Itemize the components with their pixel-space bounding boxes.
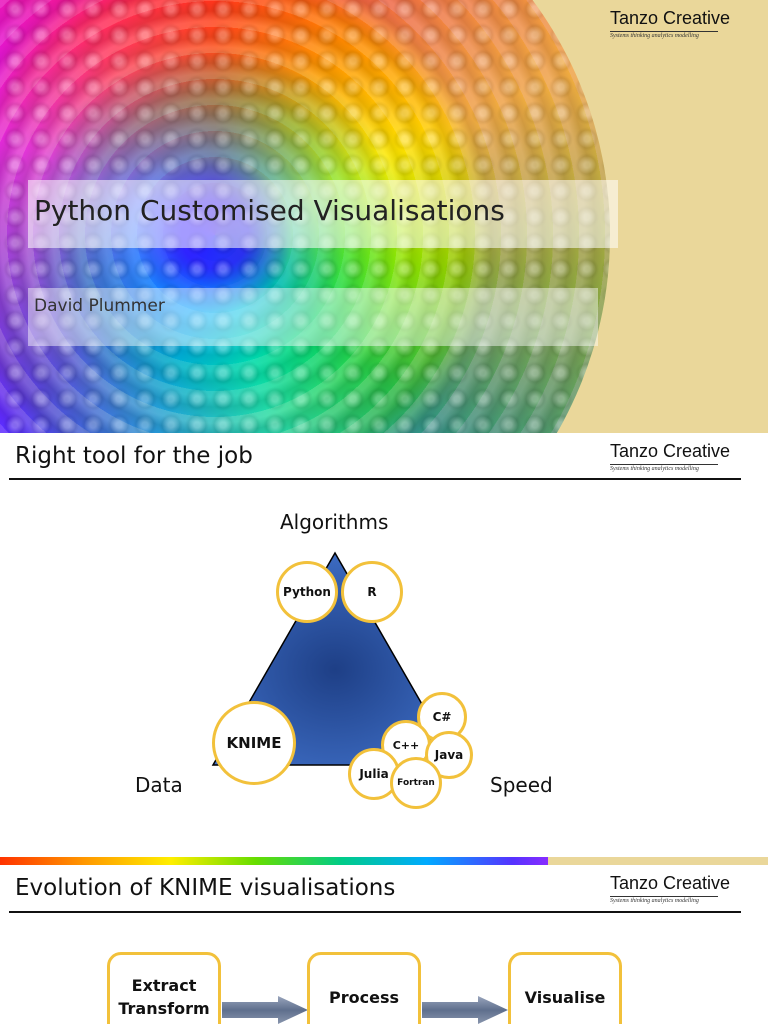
tool-bubble-r: R: [341, 561, 403, 623]
brand-name: Tanzo Creative: [610, 8, 731, 28]
title-rule: [9, 478, 741, 480]
tools-slide: Right tool for the job Tanzo Creative Sy…: [0, 433, 768, 857]
title-slide: Tanzo Creative Systems thinking analytic…: [0, 0, 768, 433]
slide-title: Evolution of KNIME visualisations: [15, 875, 396, 901]
brand-logo: Tanzo Creative Systems thinking analytic…: [610, 441, 730, 472]
step-box-visualise: Visualise: [508, 952, 622, 1024]
brand-logo: Tanzo Creative Systems thinking analytic…: [610, 8, 730, 39]
step-box-process: Process: [307, 952, 421, 1024]
rainbow-strip: [0, 857, 768, 865]
corner-label-data: Data: [135, 773, 183, 797]
tool-bubble-python: Python: [276, 561, 338, 623]
flow-arrow: [222, 996, 308, 1024]
corner-label-algorithms: Algorithms: [280, 510, 389, 534]
step-label-line1: Process: [329, 987, 399, 1007]
tool-bubble-java: Java: [425, 731, 473, 779]
step-box-extract-transform: Extract Transform: [107, 952, 221, 1024]
step-label-line1: Visualise: [524, 987, 606, 1007]
brand-tagline: Systems thinking analytics modelling: [610, 896, 718, 904]
title-band: Python Customised Visualisations: [28, 180, 618, 248]
evolution-slide: Evolution of KNIME visualisations Tanzo …: [0, 857, 768, 1024]
tool-bubble-fortran: Fortran: [390, 757, 442, 809]
subtitle-band: David Plummer: [28, 288, 598, 346]
tool-bubble-knime: KNIME: [212, 701, 296, 785]
corner-label-speed: Speed: [490, 773, 553, 797]
brand-tagline: Systems thinking analytics modelling: [610, 31, 718, 39]
slide-title: Right tool for the job: [15, 443, 253, 469]
brand-tagline: Systems thinking analytics modelling: [610, 464, 718, 472]
brand-name: Tanzo Creative: [610, 441, 731, 461]
strip-background: [548, 857, 768, 865]
brand-logo: Tanzo Creative Systems thinking analytic…: [610, 873, 730, 904]
step-label-line1: Extract: [131, 976, 197, 995]
presentation-title: Python Customised Visualisations: [34, 194, 505, 227]
brand-name: Tanzo Creative: [610, 873, 731, 893]
presentation-author: David Plummer: [34, 296, 165, 316]
title-rule: [9, 911, 741, 913]
step-label-line2: Transform: [118, 999, 210, 1018]
flow-arrow: [422, 996, 508, 1024]
